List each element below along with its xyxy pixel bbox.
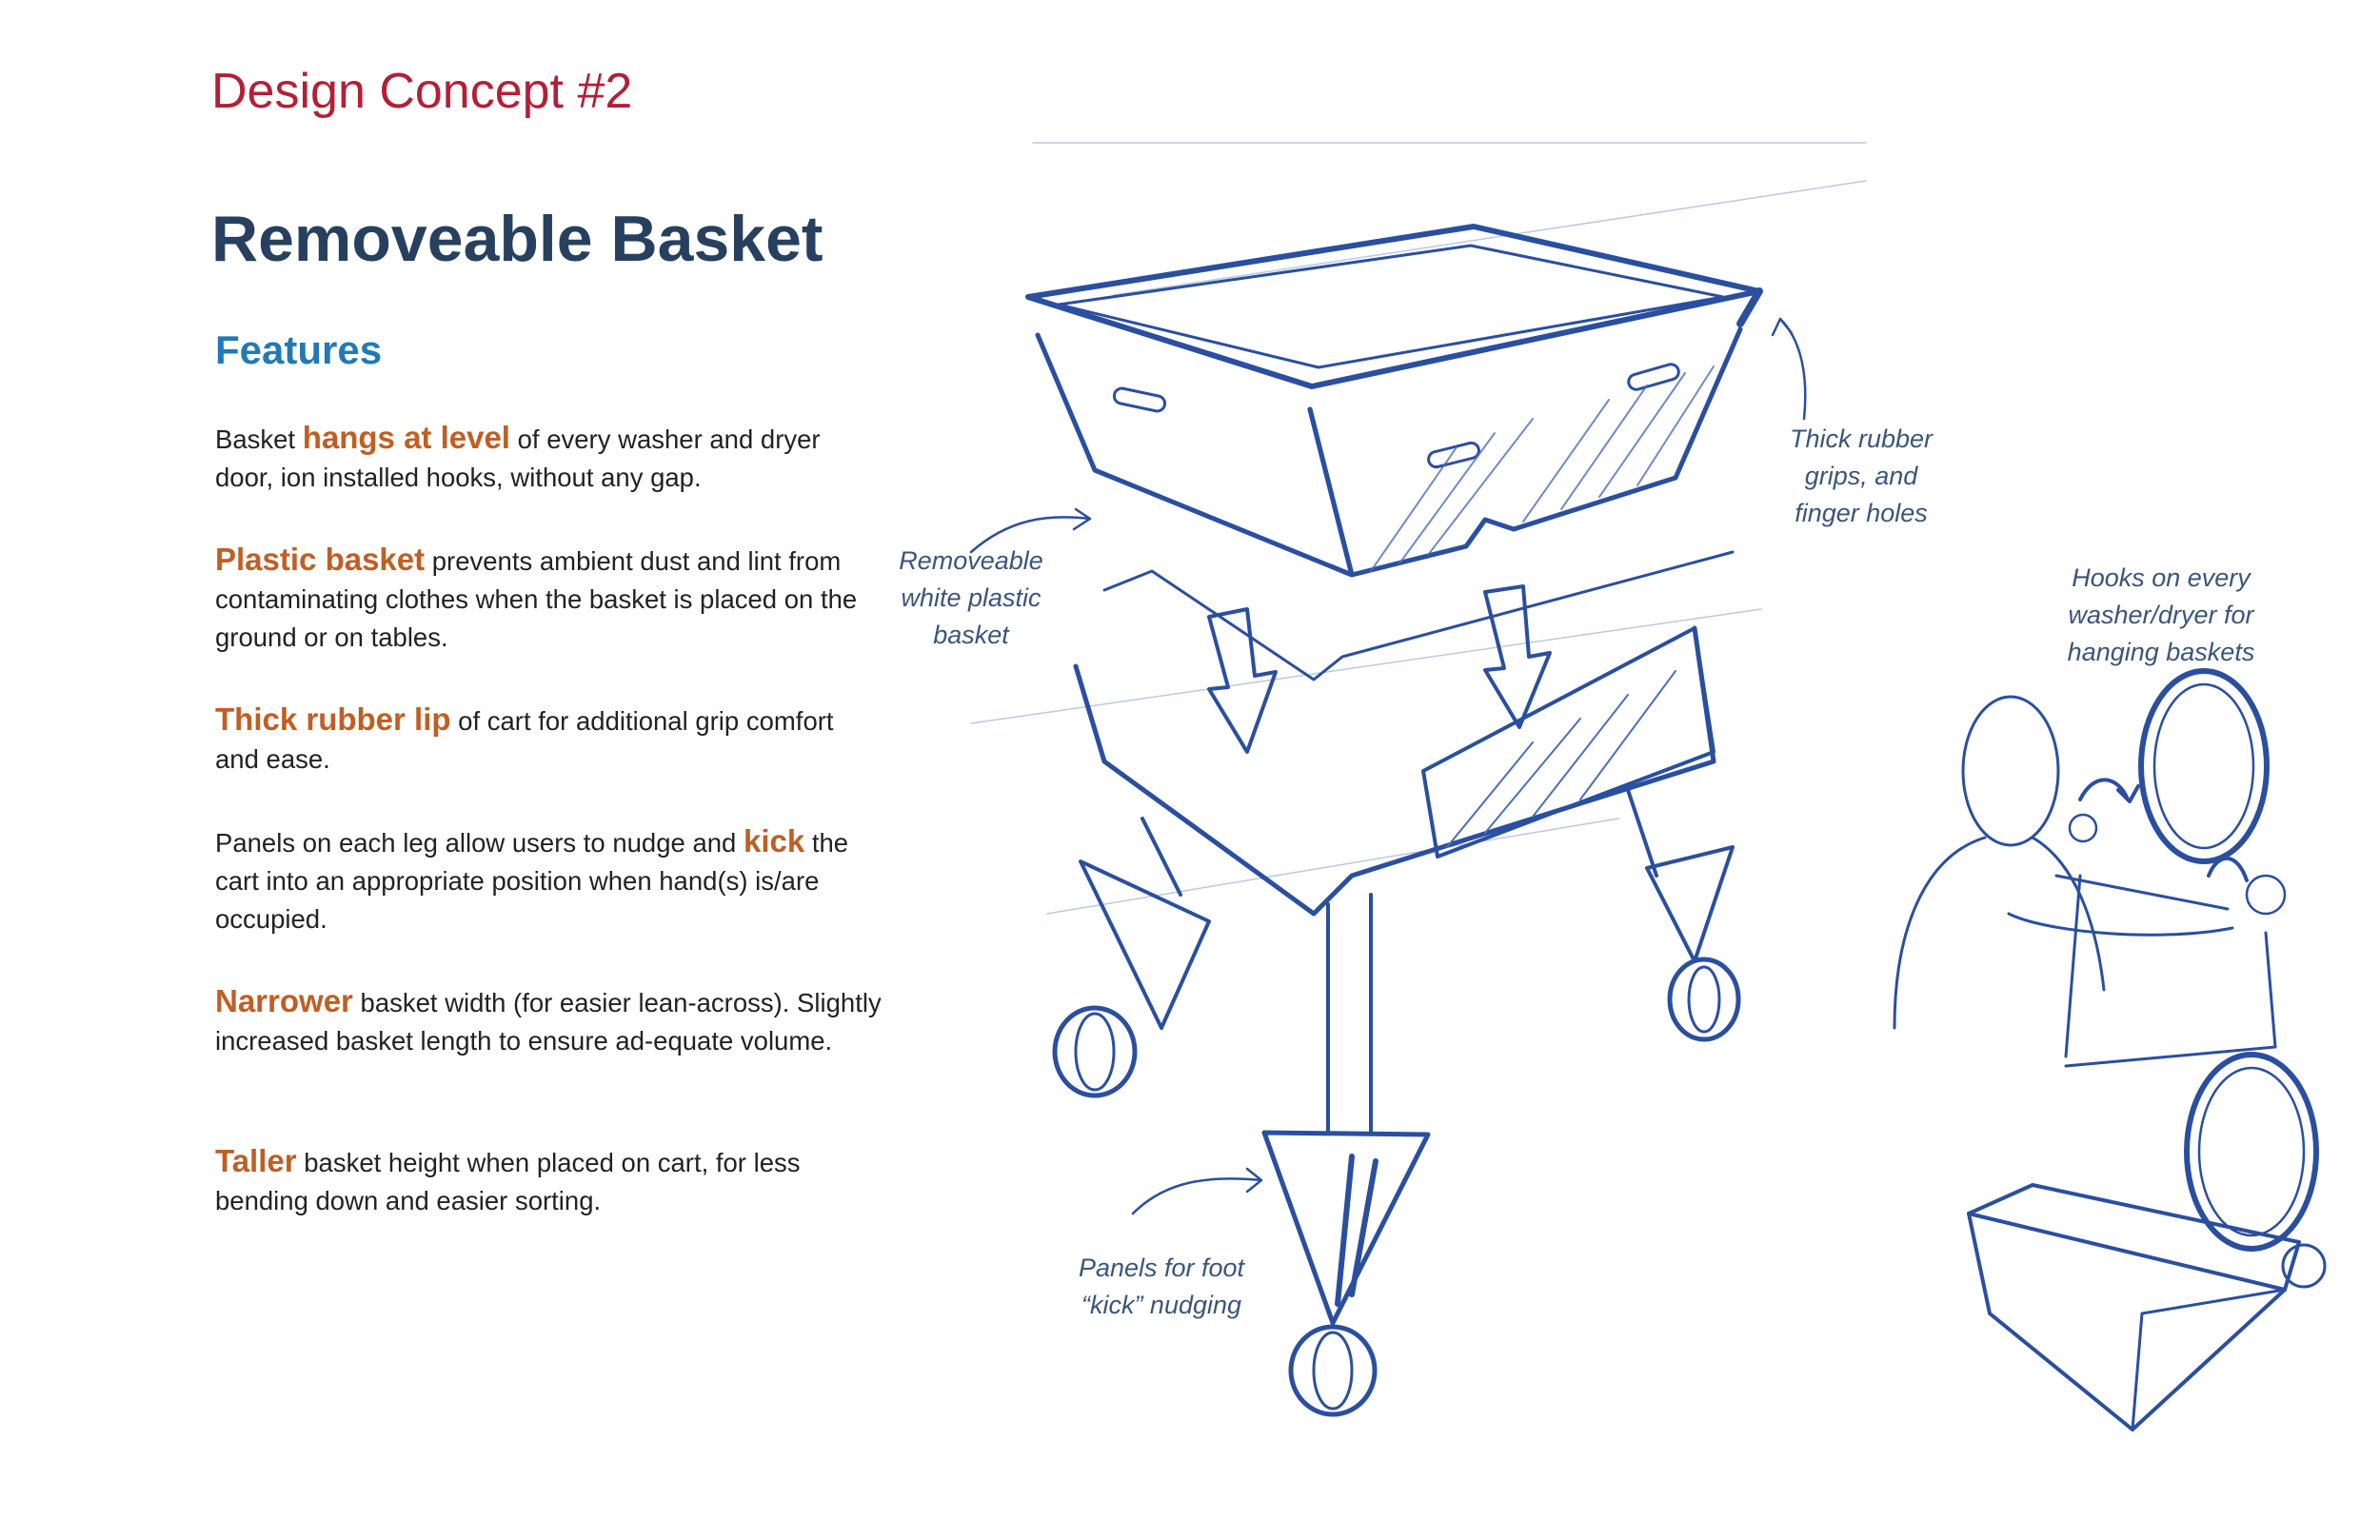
cart-frame-drawing: [1073, 550, 1735, 1135]
feature-kick-panels: Panels on each leg allow users to nudge …: [215, 823, 849, 934]
person-hanging-basket-sketch: [1893, 668, 2287, 1068]
feature-narrower-width: Narrower basket width (for easier lean-a…: [215, 983, 882, 1056]
feature-taller-height: Taller basket height when placed on cart…: [215, 1143, 801, 1215]
callout-arrows: [969, 317, 1807, 1215]
features-heading: Features: [215, 327, 383, 372]
page-title: Removeable Basket: [211, 203, 823, 275]
feature-plastic-basket: Plastic basket prevents ambient dust and…: [215, 542, 858, 652]
feature-hangs-at-level: Basket hangs at level of every washer an…: [215, 420, 821, 492]
basket-hatching: [1370, 365, 1715, 572]
panel-hatching: [1446, 670, 1676, 848]
kick-panels-drawing: [1079, 845, 1735, 1326]
wheels-drawing: [1052, 957, 1741, 1417]
basket-on-door-sketch: [1967, 1052, 2327, 1431]
feature-rubber-lip: Thick rubber lip of cart for additional …: [215, 701, 834, 774]
annotation-foot-panels: Panels for foot“kick” nudging: [1078, 1254, 1245, 1319]
construction-lines: [970, 142, 1867, 915]
removeable-basket-drawing: [1025, 224, 1763, 578]
design-concept-label: Design Concept #2: [211, 64, 633, 119]
